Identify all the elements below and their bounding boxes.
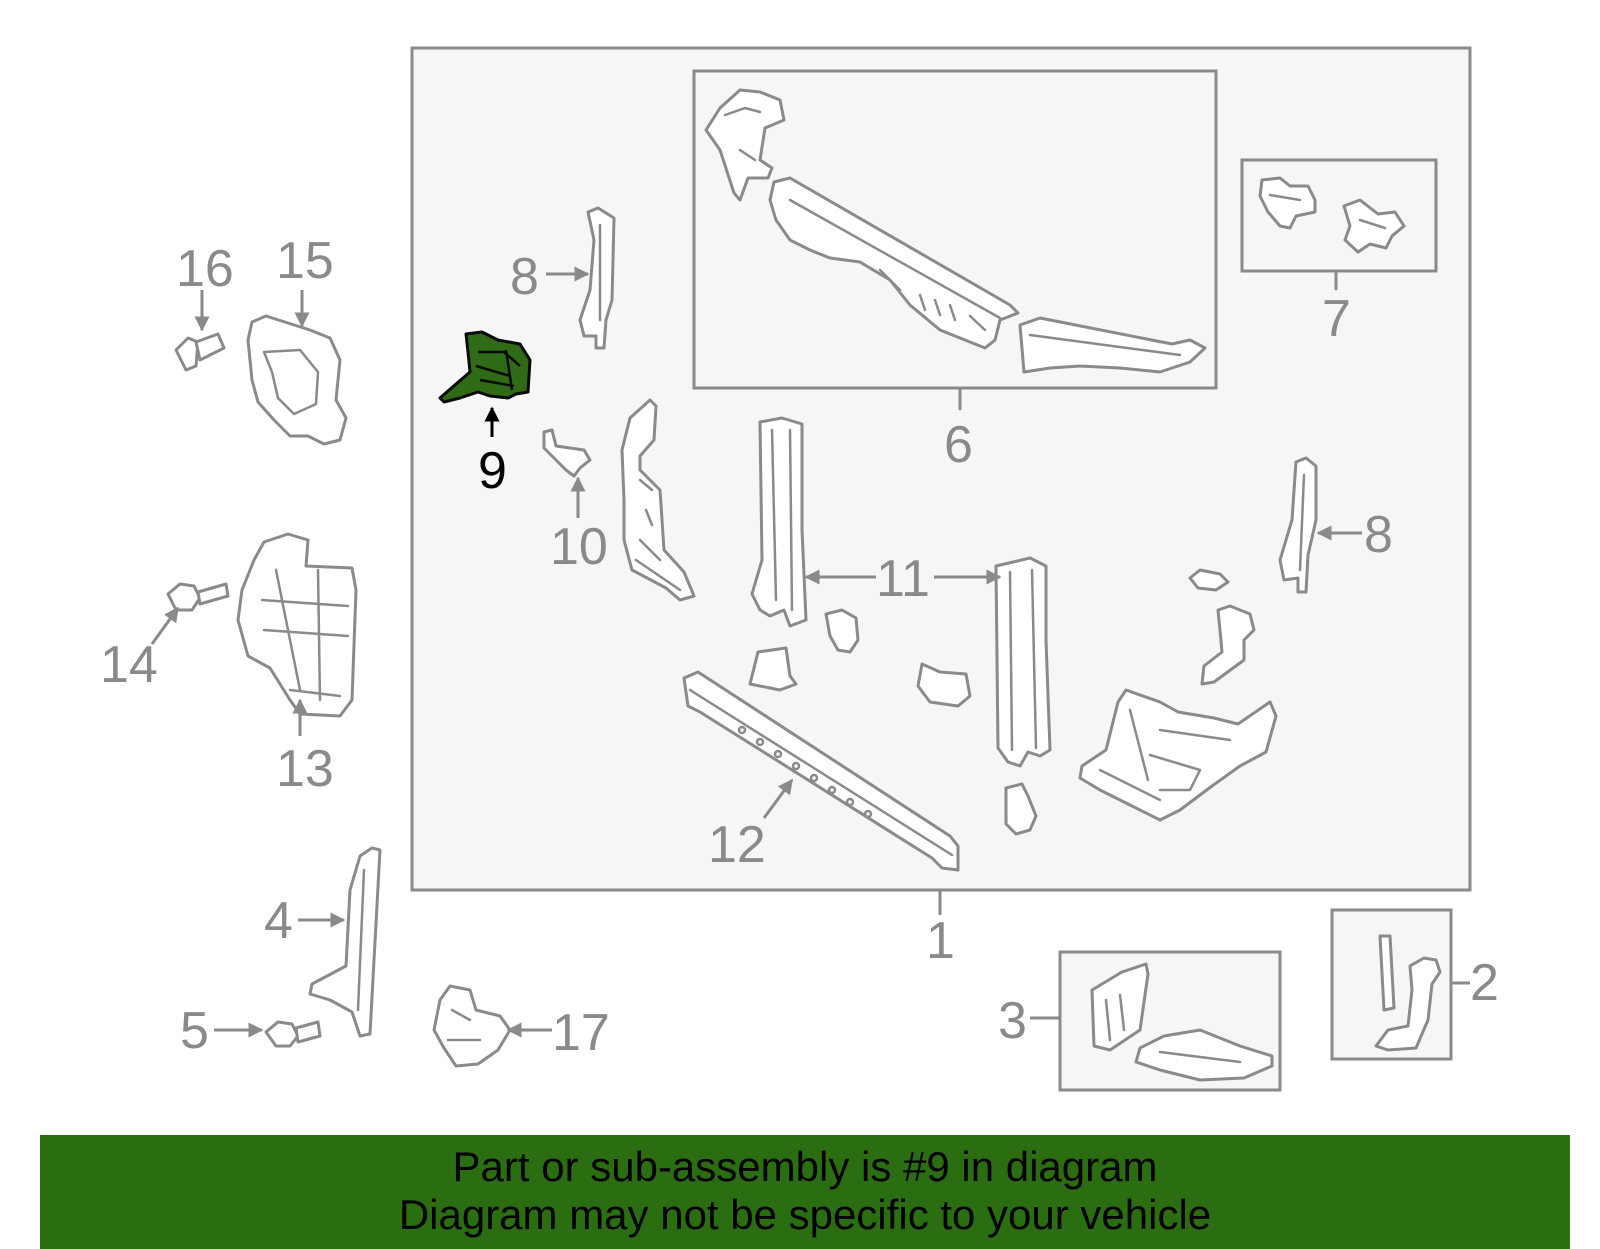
part-inner-panel-right: [1078, 688, 1278, 822]
callout-12: 12: [708, 816, 766, 874]
part-6-upper-support: [704, 88, 1207, 374]
part-10-bracket: [542, 428, 592, 478]
callout-16: 16: [176, 240, 234, 298]
part-info-banner: Part or sub-assembly is #9 in diagram Di…: [40, 1135, 1570, 1249]
part-15-panel: [246, 314, 348, 446]
part-7-brackets: [1258, 176, 1406, 254]
callout-1: 1: [926, 912, 955, 970]
callout-8-left: 8: [510, 248, 539, 306]
part-8-right: [1278, 456, 1318, 594]
part-13-bracket: [236, 532, 358, 718]
part-11-left-pillar: [750, 416, 808, 628]
callout-10: 10: [550, 518, 608, 576]
part-5-bolt: [264, 1020, 322, 1048]
banner-line-1: Part or sub-assembly is #9 in diagram: [452, 1143, 1158, 1190]
part-3-components: [1090, 962, 1274, 1082]
banner-line-2: Diagram may not be specific to your vehi…: [398, 1191, 1212, 1238]
part-11-right-pillar: [994, 556, 1052, 768]
part-4-bracket: [308, 846, 382, 1038]
callout-5: 5: [180, 1002, 209, 1060]
callout-17: 17: [552, 1004, 610, 1062]
callout-11: 11: [876, 550, 930, 608]
callout-8-right: 8: [1364, 506, 1393, 564]
part-12-lower-crossmember: [682, 670, 960, 872]
middle-small-brackets: [748, 568, 1256, 836]
part-8-left: [578, 206, 616, 350]
leader-arrows: [150, 266, 1362, 1038]
callout-9: 9: [478, 442, 507, 500]
part-16-clip: [174, 332, 226, 372]
callout-7: 7: [1322, 290, 1351, 348]
part-2-components: [1374, 934, 1442, 1052]
part-9-highlighted: [438, 330, 532, 404]
callout-3: 3: [998, 992, 1027, 1050]
part-12-holes: [737, 725, 873, 819]
callout-14: 14: [100, 636, 158, 694]
callout-4: 4: [264, 892, 293, 950]
part-17-bracket: [432, 984, 512, 1068]
callout-6: 6: [944, 416, 973, 474]
part-14-bolt: [166, 582, 230, 612]
callout-2: 2: [1470, 954, 1499, 1012]
callout-13: 13: [276, 740, 334, 798]
callout-15: 15: [276, 232, 334, 290]
part-inner-panel-left: [620, 398, 696, 602]
